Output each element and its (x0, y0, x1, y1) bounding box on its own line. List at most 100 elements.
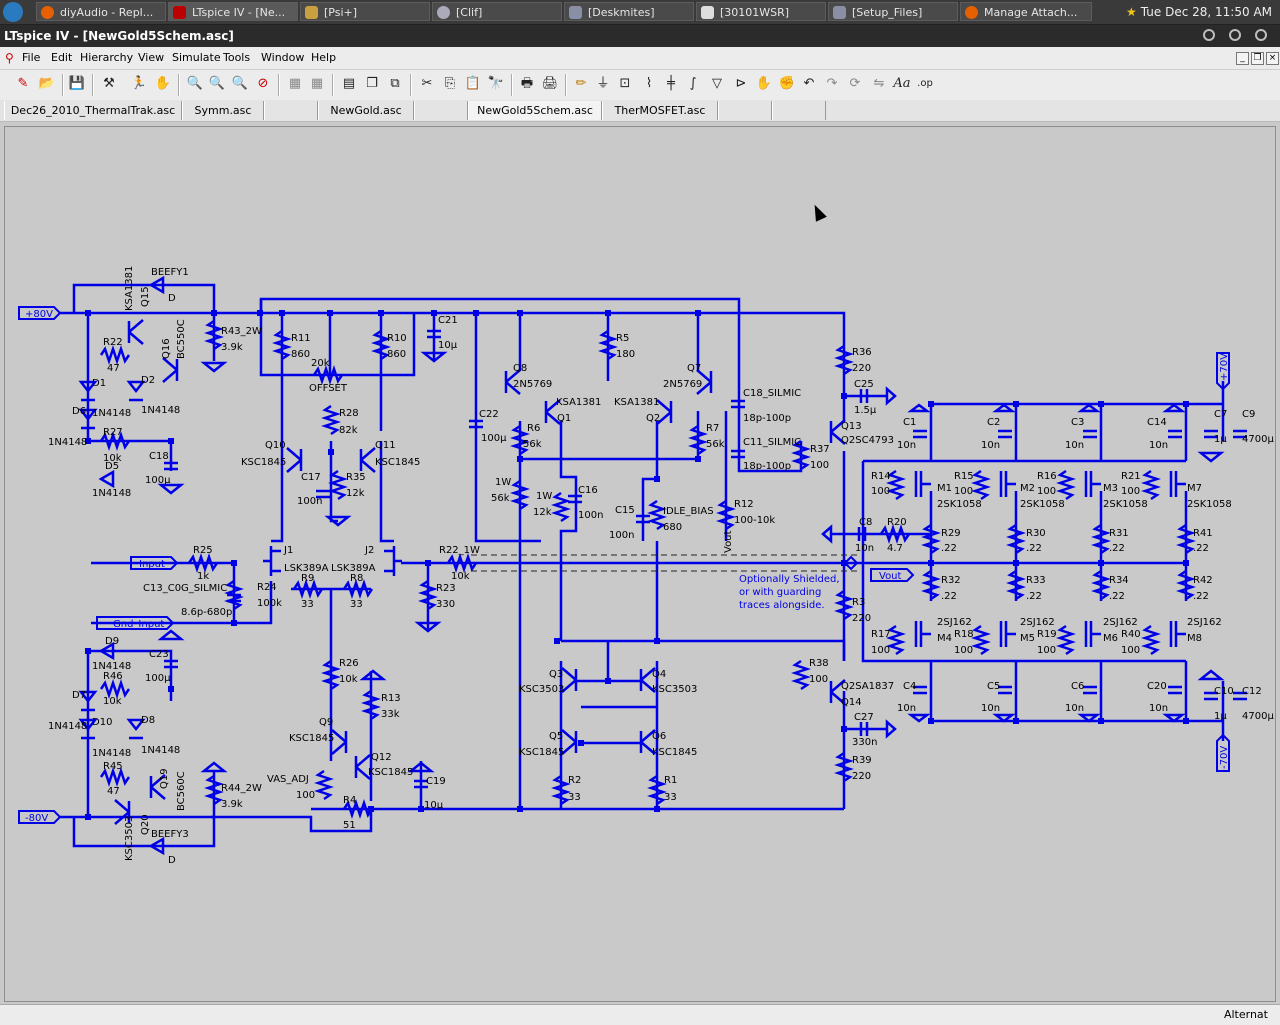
autorange-icon[interactable]: ▦ (288, 76, 302, 91)
schematic-drawing[interactable]: +80V -80V Input Gnd_Input Vout +70V -70V… (1, 1, 1274, 877)
menu-view[interactable]: View (138, 51, 165, 64)
svg-text:C8: C8 (859, 517, 872, 528)
wire-icon[interactable]: ✏ (575, 76, 587, 91)
mdi-minimize-icon[interactable]: _ (1236, 52, 1249, 65)
svg-text:56k: 56k (523, 439, 542, 450)
zoom-in-icon[interactable]: 🔍 (186, 76, 204, 91)
grid-icon[interactable]: ▦ (310, 76, 324, 91)
svg-text:traces alongside.: traces alongside. (739, 600, 825, 611)
svg-text:KSC1845: KSC1845 (241, 457, 286, 468)
mdi-close-icon[interactable]: × (1266, 52, 1279, 65)
save-icon[interactable]: 💾 (68, 76, 86, 91)
component-icon[interactable]: ⊳ (735, 76, 747, 91)
tab-thermosfet[interactable]: TherMOSFET.asc (602, 101, 718, 120)
rotate-icon[interactable]: ⟳ (849, 76, 861, 91)
menu-tools[interactable]: Tools (223, 51, 251, 64)
minimize-button[interactable] (1203, 29, 1215, 41)
open-icon[interactable]: 📂 (38, 76, 56, 91)
svg-text:R24: R24 (257, 582, 277, 593)
cut-icon[interactable]: ✂ (421, 76, 433, 91)
task-psi[interactable]: [Psi+] (300, 2, 430, 21)
task-manage-attach[interactable]: Manage Attach... (960, 2, 1092, 21)
task-setup-files[interactable]: [Setup_Files] (828, 2, 958, 21)
svg-text:J2: J2 (364, 545, 374, 556)
svg-text:10k: 10k (103, 696, 122, 707)
app-menu-icon[interactable] (3, 2, 23, 22)
menu-file[interactable]: File (22, 51, 41, 64)
run-icon[interactable]: 🏃 (130, 76, 148, 91)
capacitor-icon[interactable]: ╪ (667, 76, 675, 91)
svg-text:C4: C4 (903, 681, 916, 692)
close-all-icon[interactable]: ⧉ (390, 76, 400, 91)
print-icon[interactable]: 🖨 (541, 76, 559, 91)
svg-text:2SJ162: 2SJ162 (1103, 617, 1138, 628)
schematic-canvas[interactable]: +80V -80V Input Gnd_Input Vout +70V -70V… (4, 126, 1276, 1002)
zoom-area-icon[interactable]: 🔍 (208, 76, 226, 91)
tab-symm[interactable]: Symm.asc (182, 101, 264, 120)
svg-text:.22: .22 (941, 591, 957, 602)
menu-window[interactable]: Window (261, 51, 305, 64)
svg-text:1.5µ: 1.5µ (854, 405, 877, 416)
find-icon[interactable]: 🔭 (487, 76, 505, 91)
svg-text:180: 180 (616, 349, 635, 360)
ground-icon[interactable]: ⏚ (596, 76, 610, 91)
menu-hierarchy[interactable]: Hierarchy (80, 51, 134, 64)
task-clif[interactable]: [Clif] (432, 2, 562, 21)
svg-text:1N4148: 1N4148 (141, 405, 180, 416)
tab-newgold[interactable]: NewGold.asc (318, 101, 414, 120)
maximize-button[interactable] (1229, 29, 1241, 41)
control-panel-icon[interactable]: ⚒ (103, 76, 115, 91)
mirror-icon[interactable]: ⇋ (873, 76, 885, 91)
print-setup-icon[interactable]: 🖶 (520, 76, 534, 91)
guard-traces (471, 554, 861, 572)
tab-blank-2[interactable] (414, 101, 468, 120)
svg-text:D8: D8 (141, 715, 155, 726)
cascade-icon[interactable]: ❐ (366, 76, 378, 91)
tab-blank-1[interactable] (264, 101, 318, 120)
move-icon[interactable]: ✋ (755, 76, 773, 91)
paste-icon[interactable]: 📋 (464, 76, 482, 91)
svg-text:10n: 10n (897, 703, 916, 714)
spice-directive-icon[interactable]: .op (917, 78, 933, 89)
window-title-bar[interactable]: LTspice IV - [NewGold5Schem.asc] (0, 25, 1280, 47)
new-schematic-icon[interactable]: ✎ (17, 76, 29, 91)
menu-edit[interactable]: Edit (51, 51, 73, 64)
tab-newgold5schem[interactable]: NewGold5Schem.asc (468, 101, 602, 120)
diode-icon[interactable]: ▽ (712, 76, 722, 91)
svg-text:Q2: Q2 (646, 413, 660, 424)
svg-text:R36: R36 (852, 347, 872, 358)
tab-dec26-thermaltrak[interactable]: Dec26_2010_ThermalTrak.asc (4, 101, 182, 120)
zoom-out-icon[interactable]: 🔍 (231, 76, 249, 91)
clock[interactable]: ★Tue Dec 28, 11:50 AM (1126, 5, 1272, 19)
svg-text:VAS_ADJ: VAS_ADJ (267, 774, 309, 785)
tab-blank-3[interactable] (718, 101, 772, 120)
inductor-icon[interactable]: ∫ (689, 76, 697, 91)
label-net-icon[interactable]: ⊡ (619, 76, 631, 91)
halt-icon[interactable]: ✋ (154, 76, 172, 91)
task-diyaudio[interactable]: diyAudio - Repl... (36, 2, 166, 21)
task-ltspice[interactable]: LTspice IV - [Ne... (168, 2, 298, 21)
redo-icon[interactable]: ↷ (826, 76, 838, 91)
mdi-restore-icon[interactable]: ❐ (1251, 52, 1264, 65)
resistor-icon[interactable]: ⌇ (645, 76, 653, 91)
svg-text:Q19: Q19 (159, 768, 170, 789)
svg-text:10k: 10k (451, 571, 470, 582)
zoom-cancel-icon[interactable]: ⊘ (257, 76, 269, 91)
svg-text:Q20: Q20 (140, 814, 151, 835)
menu-simulate[interactable]: Simulate (172, 51, 221, 64)
svg-text:M1: M1 (937, 483, 952, 494)
text-icon[interactable]: Aa (893, 76, 911, 91)
svg-text:2SK1058: 2SK1058 (1020, 499, 1065, 510)
tile-icon[interactable]: ▤ (342, 76, 356, 91)
tab-blank-4[interactable] (772, 101, 826, 120)
drag-icon[interactable]: ✊ (778, 76, 796, 91)
copy-icon[interactable]: ⎘ (444, 76, 456, 91)
firefox-icon (965, 6, 978, 19)
svg-text:C27: C27 (854, 712, 874, 723)
undo-icon[interactable]: ↶ (803, 76, 815, 91)
menu-help[interactable]: Help (311, 51, 337, 64)
svg-text:R30: R30 (1026, 528, 1046, 539)
close-button[interactable] (1255, 29, 1267, 41)
task-30101wsr[interactable]: [30101WSR] (696, 2, 826, 21)
task-deskmites[interactable]: [Deskmites] (564, 2, 694, 21)
